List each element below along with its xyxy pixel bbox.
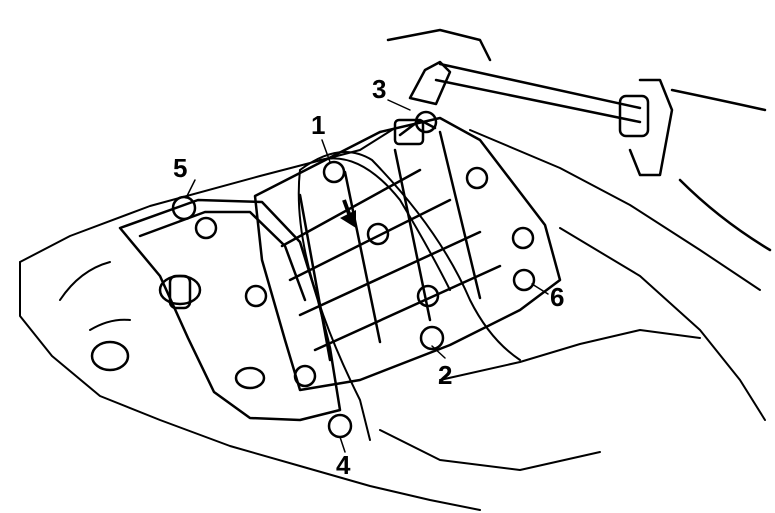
- bolt-mid: [416, 284, 440, 308]
- callout-5: 5: [173, 153, 187, 183]
- bolt-4: [327, 413, 353, 439]
- bolt-5a: [171, 195, 197, 221]
- bolt-left-mid: [244, 284, 268, 308]
- bolt-center: [366, 222, 390, 246]
- engine-block-outline: [19, 127, 766, 511]
- torque-wrench: [386, 28, 772, 252]
- bolt-left-low: [293, 364, 317, 388]
- retaining-loop: [297, 151, 521, 441]
- callout-4: 4: [336, 450, 351, 480]
- bolt-5b: [194, 216, 218, 240]
- cam-housing: [90, 198, 342, 422]
- bolt-1: [322, 160, 346, 184]
- callout-6: 6: [550, 282, 564, 312]
- cylinder-head-bolts: [171, 110, 536, 439]
- bolt-2: [419, 325, 445, 351]
- bolt-right-mid: [511, 226, 535, 250]
- camshaft-bearing-caps: [253, 116, 562, 392]
- callout-1: 1: [311, 110, 325, 140]
- down-arrow-icon: [340, 199, 356, 228]
- bolt-6: [512, 268, 536, 292]
- bolt-right-top: [465, 166, 489, 190]
- bolt-3: [414, 110, 438, 134]
- callout-3: 3: [372, 74, 386, 104]
- callout-2: 2: [438, 360, 452, 390]
- callout-leaders: [185, 99, 549, 453]
